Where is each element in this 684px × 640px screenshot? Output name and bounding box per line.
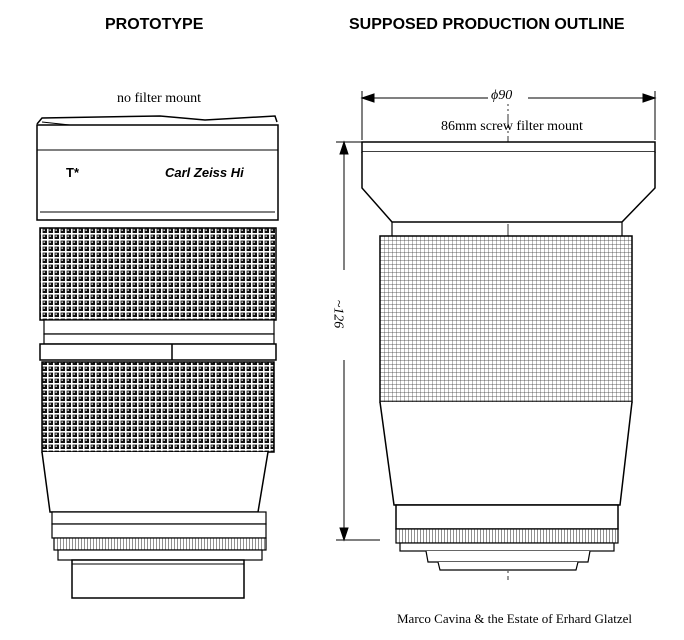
production-lens bbox=[336, 91, 657, 580]
height-label: ~126 bbox=[329, 296, 346, 332]
prototype-filter-note: no filter mount bbox=[117, 91, 201, 106]
diameter-label: ϕ90 bbox=[489, 88, 515, 104]
prototype-lens bbox=[36, 115, 279, 599]
prototype-heading: PROTOTYPE bbox=[105, 16, 204, 33]
production-heading: SUPPOSED PRODUCTION OUTLINE bbox=[349, 16, 625, 33]
production-filter-note: 86mm screw filter mount bbox=[441, 119, 583, 134]
prototype-marking-tstar: T* bbox=[66, 165, 79, 180]
prototype-marking-brand: Carl Zeiss Hi bbox=[165, 165, 244, 180]
credit-text: Marco Cavina & the Estate of Erhard Glat… bbox=[397, 611, 632, 626]
